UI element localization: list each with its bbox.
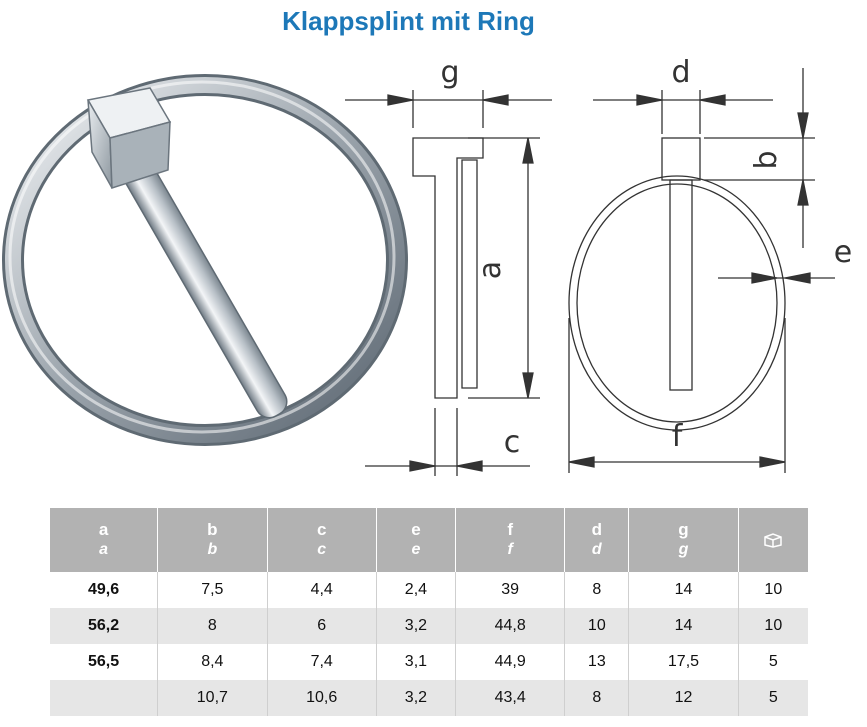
cell-f: 44,8 bbox=[454, 608, 565, 644]
cell-g: 14 bbox=[628, 572, 739, 608]
cell-d: 8 bbox=[564, 680, 629, 716]
cell-c: 10,6 bbox=[266, 680, 377, 716]
cell-b: 8,4 bbox=[157, 644, 268, 680]
cell-f: 39 bbox=[454, 572, 565, 608]
dim-label-f: f bbox=[672, 419, 684, 454]
cell-a: 56,5 bbox=[88, 653, 120, 670]
cell-a: 49,6 bbox=[88, 581, 120, 598]
pin-head bbox=[86, 87, 172, 190]
cell-b: 10,7 bbox=[157, 680, 268, 716]
dim-label-b: b bbox=[749, 150, 784, 169]
cell-d: 10 bbox=[564, 608, 629, 644]
cell-g: 17,5 bbox=[628, 644, 739, 680]
table-row: 10,7 10,6 3,2 43,4 8 12 5 bbox=[50, 680, 808, 716]
dim-label-c: c bbox=[504, 425, 521, 460]
pin-front-view bbox=[568, 137, 786, 431]
cell-f: 43,4 bbox=[454, 680, 565, 716]
ring bbox=[2, 74, 408, 446]
pin bbox=[118, 151, 288, 419]
cell-package: 10 bbox=[737, 608, 808, 644]
cell-c: 4,4 bbox=[266, 572, 377, 608]
cell-d: 8 bbox=[564, 572, 629, 608]
cell-package: 5 bbox=[737, 644, 808, 680]
dim-label-d: d bbox=[671, 55, 690, 90]
cell-c: 6 bbox=[266, 608, 377, 644]
table-row: 49,6 7,5 4,4 2,4 39 8 14 10 bbox=[50, 572, 808, 608]
page-title: Klappsplint mit Ring bbox=[282, 6, 535, 36]
package-box-icon bbox=[764, 532, 783, 548]
cell-d: 13 bbox=[564, 644, 629, 680]
table-row: 56,5 8,4 7,4 3,1 44,9 13 17,5 5 bbox=[50, 644, 808, 680]
pin-side-view bbox=[412, 137, 484, 399]
cell-b: 8 bbox=[157, 608, 268, 644]
cell-g: 12 bbox=[628, 680, 739, 716]
dim-label-a: a bbox=[473, 261, 508, 279]
col-header-package bbox=[737, 508, 808, 572]
cell-e: 3,2 bbox=[375, 608, 456, 644]
cell-e: 2,4 bbox=[375, 572, 456, 608]
dim-label-g: g bbox=[440, 55, 459, 90]
product-photo bbox=[2, 74, 408, 446]
cell-c: 7,4 bbox=[266, 644, 377, 680]
cell-f: 44,9 bbox=[454, 644, 565, 680]
technical-drawing: g d b a e c f bbox=[345, 55, 852, 476]
cell-package: 5 bbox=[737, 680, 808, 716]
cell-e: 3,1 bbox=[375, 644, 456, 680]
cell-g: 14 bbox=[628, 608, 739, 644]
cell-a: 56,2 bbox=[50, 608, 158, 644]
cell-e: 3,2 bbox=[375, 680, 456, 716]
cell-b: 7,5 bbox=[157, 572, 268, 608]
table-row: 56,2 8 6 3,2 44,8 10 14 10 bbox=[50, 608, 808, 644]
cell-a bbox=[50, 680, 158, 716]
dim-label-e: e bbox=[834, 235, 852, 270]
cell-package: 10 bbox=[737, 572, 808, 608]
